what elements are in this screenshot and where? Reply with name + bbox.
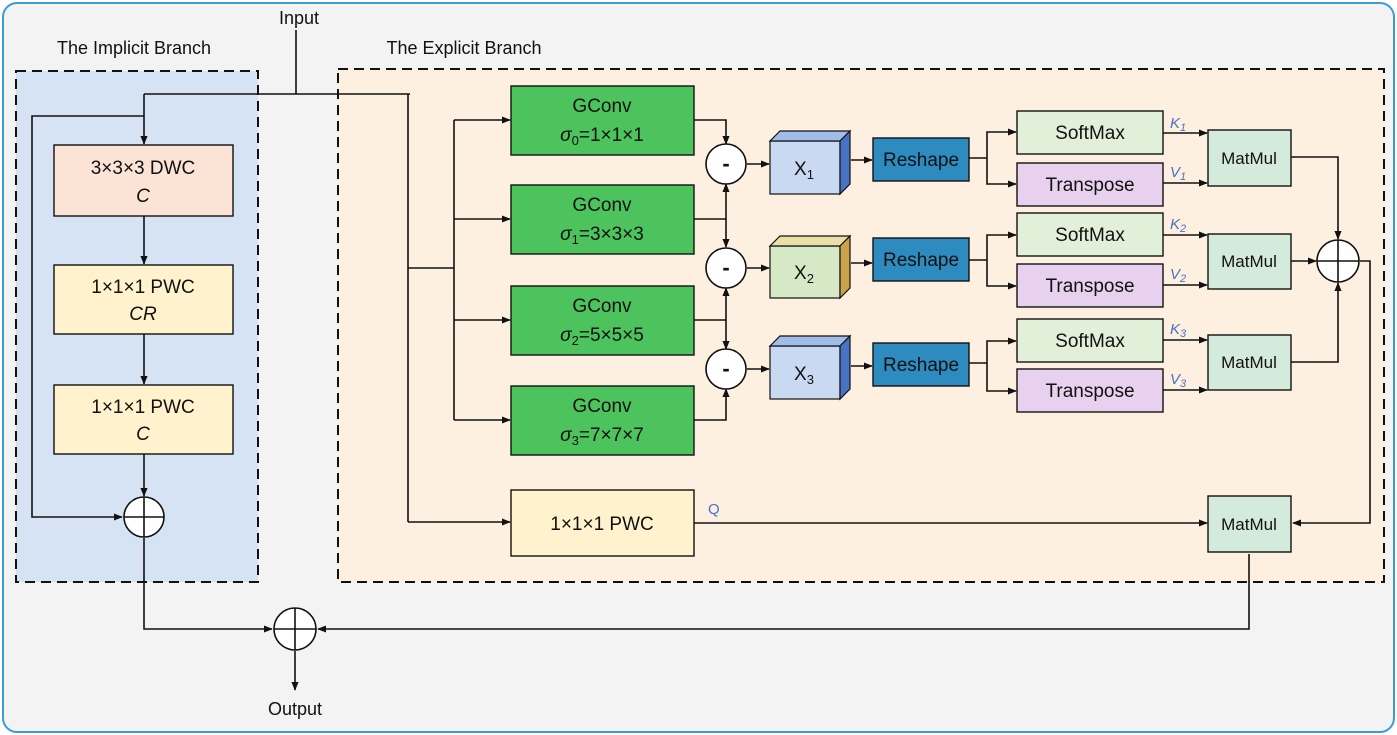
pwc-expand-channels: CR (129, 304, 157, 325)
connection-lines (31, 30, 1371, 691)
svg-text:1×1×1 PWC: 1×1×1 PWC (550, 514, 654, 535)
x3-cube-icon: X3 (768, 334, 852, 401)
gconv-block-2: GConv σ2=5×5×5 (510, 285, 695, 356)
reshape-block-3: Reshape (872, 342, 970, 387)
output-sum-icon (273, 607, 317, 651)
dwc-block: 3×3×3 DWC C (53, 144, 234, 217)
matmul-block-2: MatMul (1207, 233, 1292, 290)
matmul-block-1: MatMul (1207, 129, 1292, 187)
dwc-title: 3×3×3 DWC (91, 158, 196, 179)
softmax-block-2: SoftMax (1016, 212, 1164, 257)
svg-text:GConv: GConv (572, 396, 632, 417)
svg-text:MatMul: MatMul (1221, 149, 1277, 168)
svg-text:-: - (722, 356, 729, 381)
output-label: Output (268, 699, 322, 719)
svg-text:σ0=1×1×1: σ0=1×1×1 (560, 125, 644, 148)
svg-text:X3: X3 (794, 364, 814, 387)
svg-text:Reshape: Reshape (883, 150, 959, 171)
explicit-branch-title: The Explicit Branch (386, 38, 541, 58)
svg-text:Transpose: Transpose (1045, 276, 1134, 297)
matmul-block-3: MatMul (1207, 334, 1292, 391)
softmax-block-3: SoftMax (1016, 318, 1164, 363)
svg-text:K1: K1 (1170, 115, 1186, 134)
svg-text:SoftMax: SoftMax (1055, 225, 1125, 246)
svg-text:σ2=5×5×5: σ2=5×5×5 (560, 325, 644, 348)
minus-icon-2: - (705, 247, 747, 289)
svg-text:X1: X1 (794, 159, 814, 182)
svg-text:-: - (722, 255, 729, 280)
implicit-sum-icon (123, 496, 165, 538)
transpose-block-3: Transpose (1016, 368, 1164, 413)
svg-text:Reshape: Reshape (883, 355, 959, 376)
gconv-block-0: GConv σ0=1×1×1 (510, 85, 695, 156)
kv-labels: K1 V1 K2 V2 K3 V3 (1170, 115, 1187, 390)
svg-text:GConv: GConv (572, 296, 632, 317)
svg-text:GConv: GConv (572, 195, 632, 216)
pwc-expand-title: 1×1×1 PWC (91, 277, 195, 298)
svg-text:X2: X2 (794, 263, 814, 286)
explicit-sum-icon (1316, 239, 1360, 283)
svg-text:Transpose: Transpose (1045, 175, 1134, 196)
matmul-block-q: MatMul (1207, 495, 1292, 553)
svg-text:V2: V2 (1170, 266, 1186, 285)
svg-text:V3: V3 (1170, 371, 1187, 390)
svg-text:MatMul: MatMul (1221, 515, 1277, 534)
pwc-reduce-channels: C (136, 424, 150, 445)
dwc-channels: C (136, 186, 150, 207)
transpose-block-1: Transpose (1016, 162, 1164, 207)
svg-text:SoftMax: SoftMax (1055, 123, 1125, 144)
reshape-block-1: Reshape (872, 137, 970, 182)
svg-text:σ1=3×3×3: σ1=3×3×3 (560, 224, 644, 247)
x1-cube-icon: X1 (768, 129, 852, 196)
svg-text:MatMul: MatMul (1221, 353, 1277, 372)
x2-cube-icon: X2 (768, 234, 852, 300)
pwc-reduce-block: 1×1×1 PWC C (53, 384, 234, 455)
svg-text:Reshape: Reshape (883, 250, 959, 271)
pwc-expand-block: 1×1×1 PWC CR (53, 264, 234, 335)
svg-text:MatMul: MatMul (1221, 252, 1277, 271)
minus-icon-1: - (705, 143, 747, 185)
q-label: Q (708, 501, 720, 518)
svg-text:Transpose: Transpose (1045, 381, 1134, 402)
gconv-block-1: GConv σ1=3×3×3 (510, 184, 695, 255)
q-pwc-block: 1×1×1 PWC (510, 489, 695, 557)
svg-text:K2: K2 (1170, 216, 1186, 235)
svg-text:GConv: GConv (572, 96, 632, 117)
implicit-branch-title: The Implicit Branch (57, 38, 211, 58)
input-label: Input (279, 8, 319, 28)
svg-text:K3: K3 (1170, 321, 1187, 340)
softmax-block-1: SoftMax (1016, 110, 1164, 155)
minus-icon-3: - (705, 348, 747, 390)
svg-text:V1: V1 (1170, 164, 1186, 183)
transpose-block-2: Transpose (1016, 263, 1164, 308)
svg-text:-: - (722, 151, 729, 176)
reshape-block-2: Reshape (872, 237, 970, 282)
pwc-reduce-title: 1×1×1 PWC (91, 397, 195, 418)
svg-text:σ3=7×7×7: σ3=7×7×7 (560, 425, 644, 448)
gconv-block-3: GConv σ3=7×7×7 (510, 385, 695, 456)
svg-text:SoftMax: SoftMax (1055, 331, 1125, 352)
